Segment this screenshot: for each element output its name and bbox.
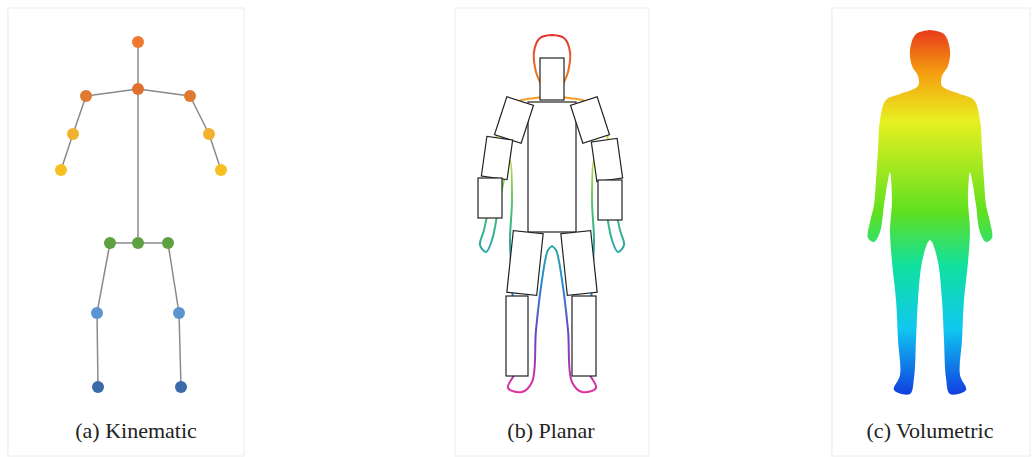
joint-dot: [132, 237, 144, 249]
panel-frame: [832, 8, 1030, 456]
panel-caption: (c) Volumetric: [864, 418, 997, 444]
bone-line: [97, 313, 98, 387]
joint-dot: [91, 307, 103, 319]
body-part-rect: [528, 102, 576, 232]
joint-dot: [132, 36, 144, 48]
joint-dot: [80, 90, 92, 102]
panel-caption: (a) Kinematic: [72, 418, 200, 444]
bone-line: [137, 42, 139, 89]
body-part-rect: [481, 136, 512, 179]
panel-frame: [455, 8, 649, 456]
bone-line: [168, 243, 179, 313]
body-part-rect: [571, 97, 610, 144]
body-mesh: [868, 30, 993, 395]
body-part-rect: [591, 138, 622, 181]
volumetric-model: [868, 30, 993, 395]
body-part-rect: [561, 231, 597, 296]
bone-line: [137, 89, 139, 243]
joint-dot: [162, 237, 174, 249]
joint-dot: [67, 128, 79, 140]
bone-line: [190, 96, 209, 134]
body-part-rect: [507, 231, 543, 296]
body-part-rect: [598, 180, 622, 220]
bone-line: [86, 89, 138, 96]
joint-dot: [104, 237, 116, 249]
bone-line: [179, 313, 181, 387]
joint-dot: [132, 83, 144, 95]
body-part-rect: [506, 296, 528, 376]
joint-dot: [55, 164, 67, 176]
joint-dot: [175, 381, 187, 393]
body-part-rect: [540, 58, 564, 100]
joint-dot: [184, 90, 196, 102]
panel-frame: [8, 8, 244, 456]
joint-dot: [215, 164, 227, 176]
bone-line: [138, 89, 190, 96]
joint-dot: [173, 307, 185, 319]
body-part-rect: [478, 178, 502, 218]
bone-line: [97, 243, 110, 313]
joint-dot: [92, 381, 104, 393]
body-part-rect: [572, 296, 596, 376]
planar-model: [478, 35, 624, 392]
body-part-rect: [495, 97, 534, 144]
kinematic-skeleton: [55, 36, 227, 393]
panel-caption: (b) Planar: [504, 418, 597, 444]
bone-line: [73, 96, 86, 134]
joint-dot: [203, 128, 215, 140]
